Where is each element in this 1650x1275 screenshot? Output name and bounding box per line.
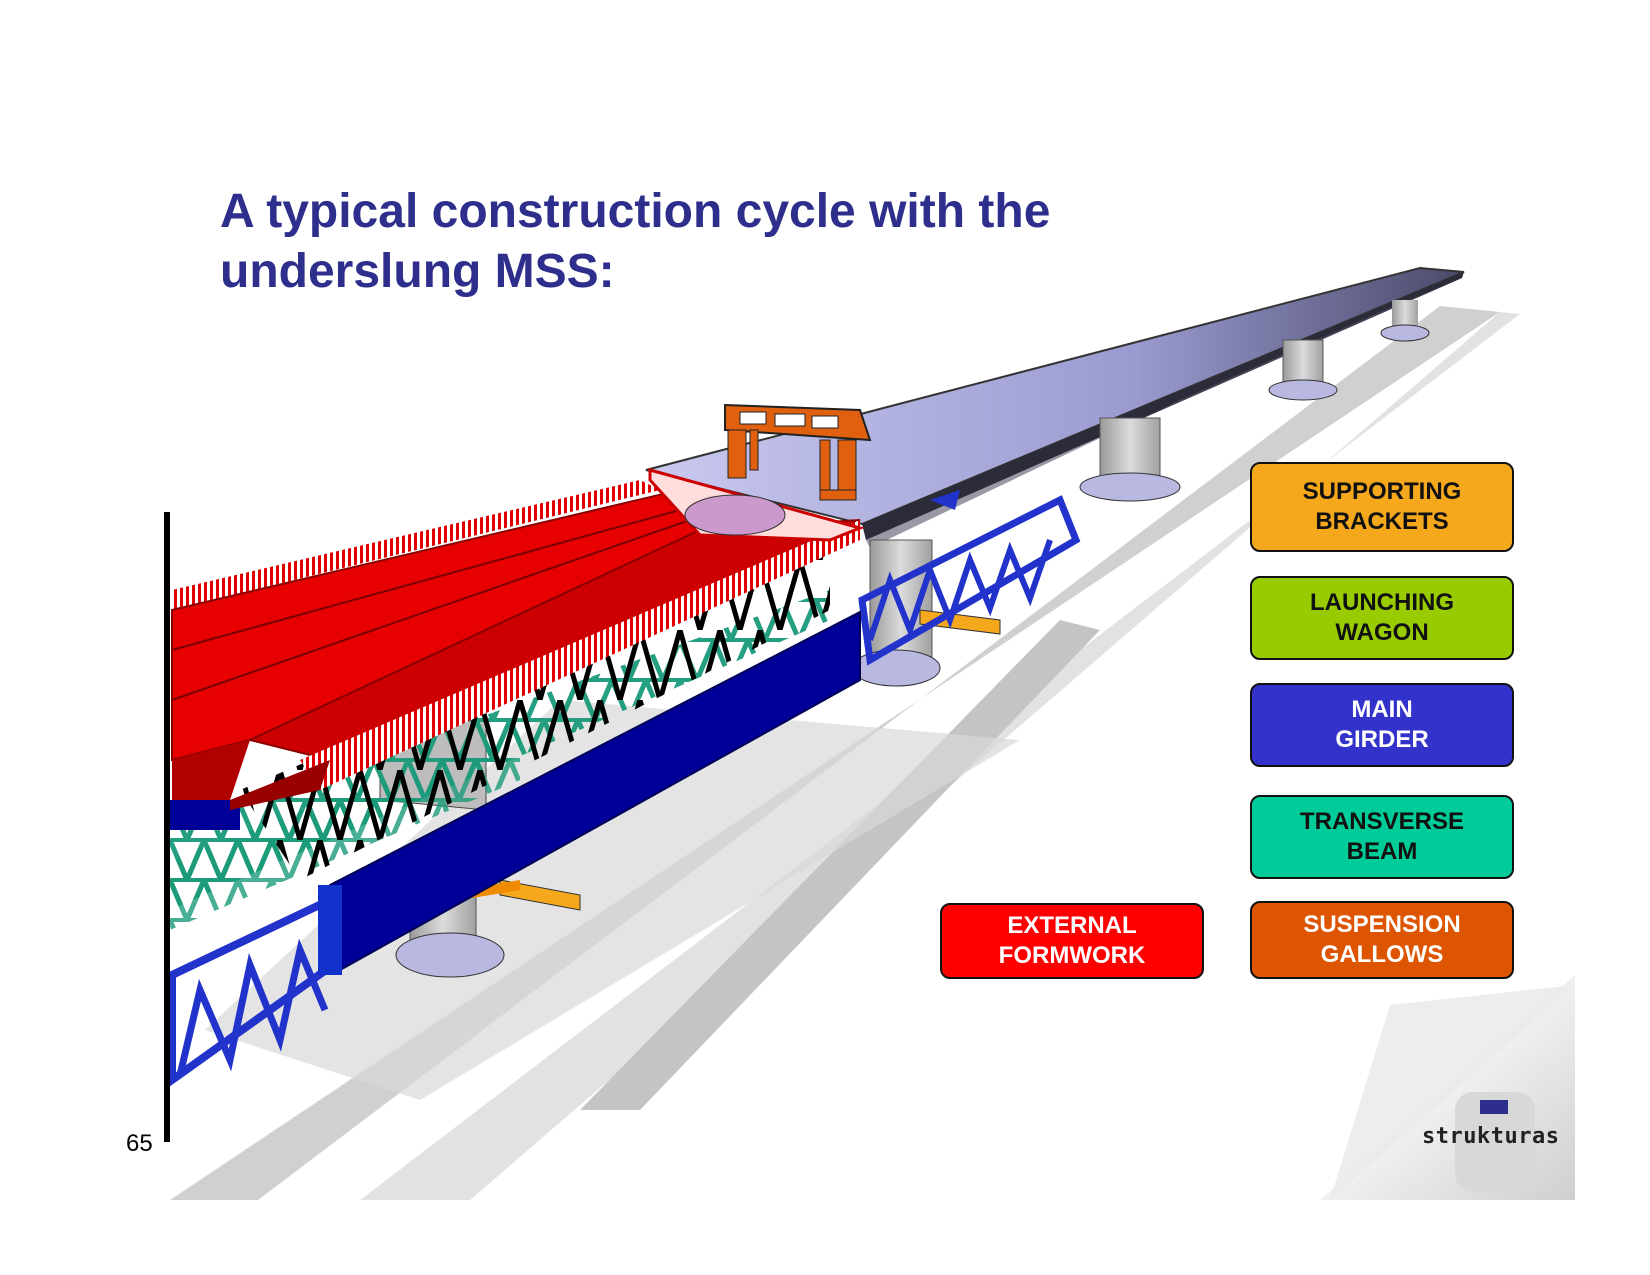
legend-label-line-1: LAUNCHING: [1310, 589, 1454, 616]
external-formwork: [171, 480, 861, 810]
ground-shadow: [170, 306, 1520, 1200]
girder-bracing-truss: [240, 540, 830, 880]
page-number: 65: [126, 1130, 153, 1157]
pier-far-1: [1380, 300, 1430, 342]
legend-label-line-1: MAIN: [1351, 696, 1413, 723]
pier-far-2: [1268, 339, 1338, 401]
legend-label-line-2: BRACKETS: [1315, 508, 1449, 535]
legend-label-line-2: FORMWORK: [998, 942, 1146, 969]
legend-label-line-2: GIRDER: [1335, 726, 1429, 753]
legend-external-formwork: EXTERNAL FORMWORK: [940, 903, 1204, 979]
legend-label-line-1: SUPPORTING: [1302, 478, 1462, 505]
slide-title-line-2: underslung MSS:: [220, 245, 615, 298]
legend-label-line-2: BEAM: [1346, 838, 1418, 865]
suspension-gallows: [724, 403, 872, 501]
launching-nose-front: [858, 490, 1081, 666]
main-girder: [170, 610, 861, 975]
bridge-piers: [379, 300, 1430, 978]
logo-text: strukturas: [1422, 1124, 1560, 1149]
legend-label-line-2: WAGON: [1335, 619, 1429, 646]
legend-launching-wagon: LAUNCHING WAGON: [1250, 576, 1514, 660]
legend-label-line-2: GALLOWS: [1320, 941, 1444, 968]
deck-section-end: [648, 468, 865, 542]
left-marker-bar: [164, 512, 170, 1142]
legend-transverse-beam: TRANSVERSE BEAM: [1250, 795, 1514, 879]
pier-far-3: [1079, 417, 1181, 502]
legend-label-line-1: SUSPENSION: [1303, 911, 1461, 938]
strukturas-logo: [1320, 975, 1575, 1200]
legend-suspension-gallows: SUSPENSION GALLOWS: [1250, 901, 1514, 979]
legend-label-line-1: EXTERNAL: [1007, 912, 1137, 939]
legend-supporting-brackets: SUPPORTING BRACKETS: [1250, 462, 1514, 552]
slide-title: A typical construction cycle with the un…: [220, 182, 1200, 302]
legend-label-line-1: TRANSVERSE: [1299, 808, 1465, 835]
slide-title-line-1: A typical construction cycle with the: [220, 185, 1051, 238]
legend-main-girder: MAIN GIRDER: [1250, 683, 1514, 767]
